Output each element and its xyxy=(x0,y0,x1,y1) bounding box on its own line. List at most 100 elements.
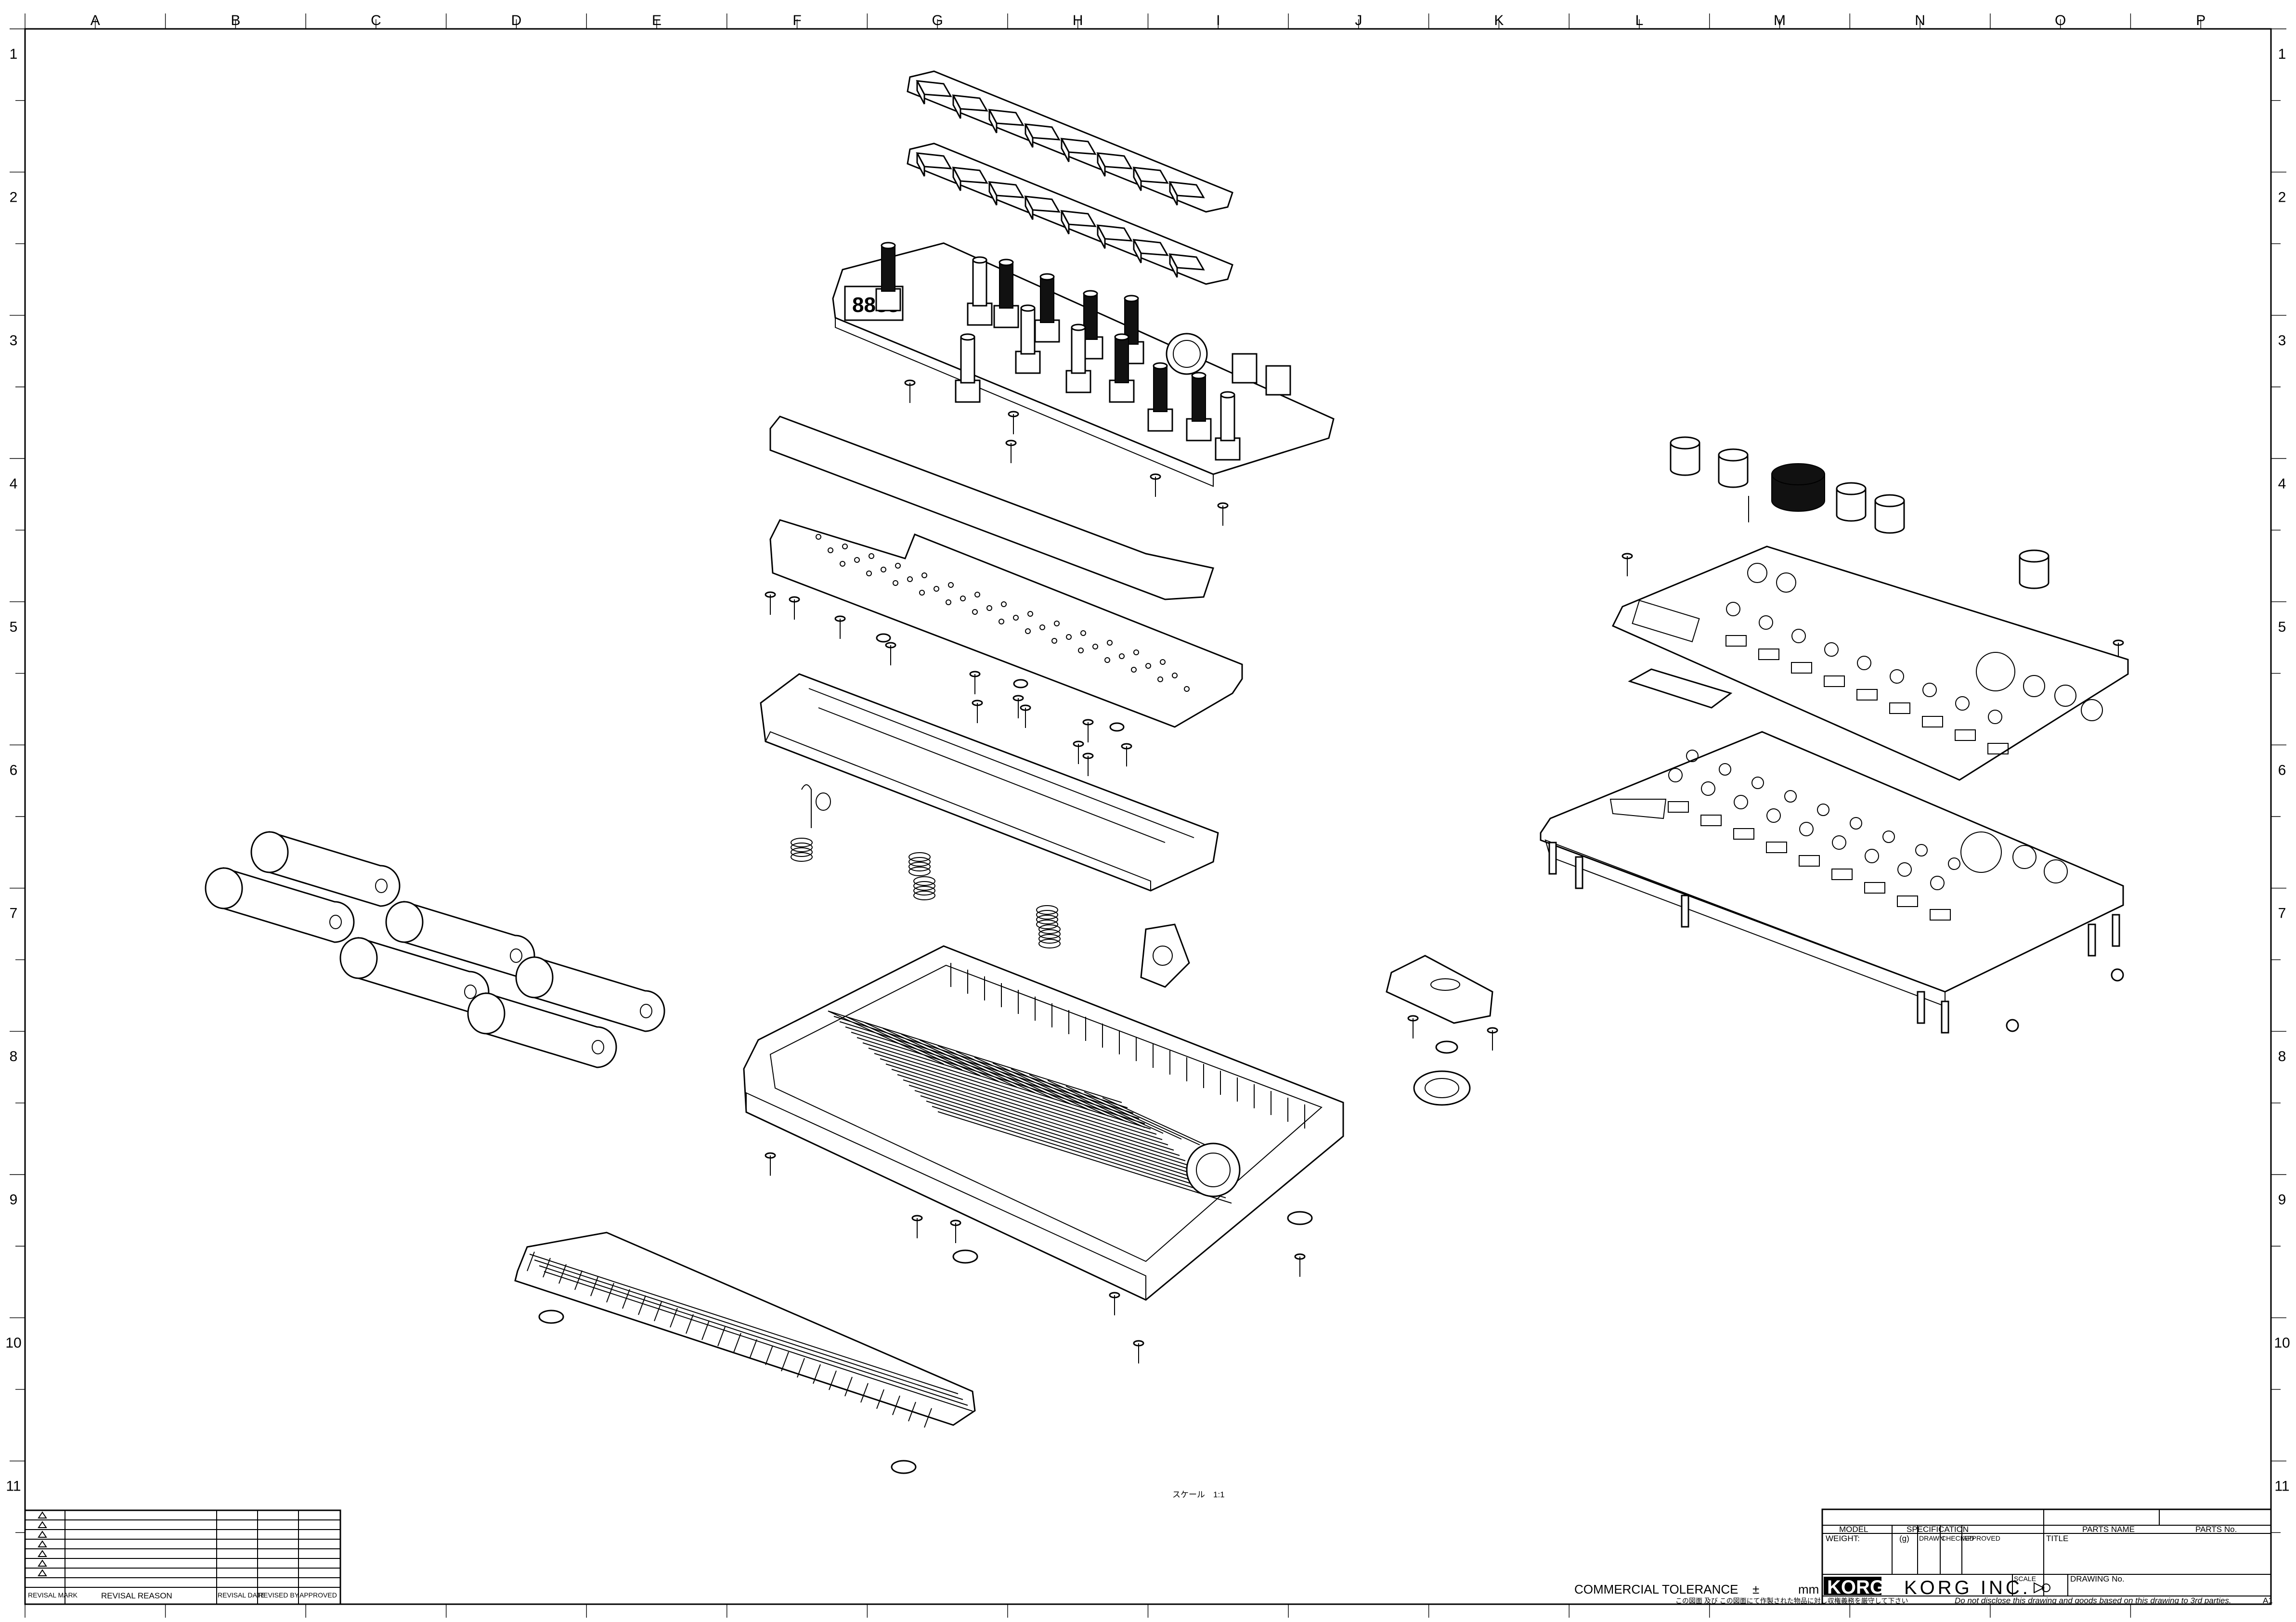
row-label: 2 xyxy=(10,189,18,205)
panel-button-hole xyxy=(1889,702,1910,714)
potentiometer xyxy=(1034,319,1060,343)
chassis-leg xyxy=(1575,856,1583,889)
row-label: 7 xyxy=(10,906,18,921)
row-label: 3 xyxy=(10,333,18,349)
knob xyxy=(1670,442,1700,476)
scale-note: スケール 1:1 xyxy=(1172,1490,1225,1499)
potentiometer xyxy=(1015,350,1041,374)
row-label: 8 xyxy=(2278,1049,2286,1064)
row-label: 7 xyxy=(2278,906,2286,921)
rubber-foot xyxy=(1287,1211,1313,1225)
parts-no-label: PARTS No. xyxy=(2195,1525,2237,1534)
row-label: 11 xyxy=(2274,1479,2289,1494)
panel-knob-hole xyxy=(1759,615,1773,630)
column-label: A xyxy=(91,13,100,28)
specification-label: SPECIFICATION xyxy=(1907,1525,1969,1534)
model-label: MODEL xyxy=(1839,1525,1868,1534)
spring xyxy=(791,847,813,857)
mount-hole xyxy=(946,599,951,605)
panel-knob-hole xyxy=(1726,602,1740,616)
mount-hole xyxy=(842,544,848,549)
revision-reason-header: REVISAL REASON xyxy=(101,1591,172,1600)
dial-knob-base xyxy=(1166,333,1208,375)
chassis-slot xyxy=(1733,828,1754,840)
chassis-hole xyxy=(1734,795,1748,809)
spring xyxy=(908,857,931,867)
pot-shaft xyxy=(1115,337,1129,383)
potentiometer xyxy=(1147,408,1173,432)
panel-knob-hole xyxy=(1988,710,2002,724)
mount-hole xyxy=(921,572,927,578)
panel-button-hole xyxy=(1725,635,1747,647)
drawing-no-label: DRAWING No. xyxy=(2070,1574,2125,1583)
revision-triangle-icon xyxy=(38,1540,47,1547)
disclaimer-jp: この図面 及び この図面にて作製された物品に対し収権義務を厳守して下さい xyxy=(1675,1597,1908,1605)
mount-hole xyxy=(1013,615,1019,621)
column-label: N xyxy=(1915,13,1925,28)
row-label: 8 xyxy=(10,1049,18,1064)
row-label: 4 xyxy=(10,476,18,492)
weight-label: WEIGHT: xyxy=(1826,1534,1860,1543)
spring xyxy=(791,843,813,852)
row-label: 11 xyxy=(6,1479,21,1494)
row-label: 10 xyxy=(2274,1335,2290,1351)
scale-label: SCALE xyxy=(2014,1575,2036,1583)
panel-button-hole xyxy=(1987,743,2009,754)
spring xyxy=(1038,924,1061,934)
mount-hole xyxy=(1107,640,1113,646)
speaker-assembly xyxy=(1386,955,1493,1106)
parts-name-label: PARTS NAME xyxy=(2082,1525,2135,1534)
panel-knob-hole xyxy=(1890,669,1904,684)
potentiometer xyxy=(1186,418,1212,441)
chassis xyxy=(1540,731,2124,1034)
panel-knob-hole xyxy=(1824,642,1839,657)
panel-button-hole xyxy=(1791,662,1812,674)
revision-mark-header: REVISAL MARK xyxy=(28,1591,78,1599)
mount-hole xyxy=(1131,667,1137,673)
revision-triangle-icon xyxy=(38,1569,47,1576)
chassis-leg xyxy=(1941,1000,1949,1034)
tolerance-unit: mm xyxy=(1798,1582,1819,1596)
spring xyxy=(913,891,935,900)
column-label: C xyxy=(371,13,381,28)
chassis-hole xyxy=(1668,768,1683,782)
pot-shaft xyxy=(960,336,975,384)
mount-hole xyxy=(1119,653,1125,659)
knob xyxy=(1718,454,1749,488)
mount-hole xyxy=(1104,657,1110,663)
mount-hole xyxy=(999,619,1004,624)
chassis-hole xyxy=(1897,862,1912,877)
mount-hole xyxy=(934,586,939,592)
revision-triangle-icon xyxy=(38,1521,47,1528)
chassis-hole xyxy=(1832,835,1846,850)
battery-holder xyxy=(760,673,1219,892)
mount-hole xyxy=(1051,638,1057,644)
chassis-hole xyxy=(1701,781,1715,796)
spring xyxy=(1036,910,1058,920)
column-label: H xyxy=(1073,13,1083,28)
display-window xyxy=(1628,668,1733,709)
mount-hole xyxy=(1001,601,1007,607)
mount-hole xyxy=(840,561,845,567)
mount-hole xyxy=(816,534,821,540)
chassis-slot xyxy=(1668,801,1689,813)
panel-button-hole xyxy=(1922,716,1943,727)
potentiometer xyxy=(1215,437,1241,461)
mount-hole xyxy=(1133,649,1139,655)
weight-unit: (g) xyxy=(1899,1534,1909,1543)
pot-shaft xyxy=(1220,394,1235,441)
jack-bracket xyxy=(1140,923,1190,988)
nut xyxy=(2111,968,2124,982)
row-label: 6 xyxy=(10,762,18,778)
row-label: 9 xyxy=(10,1192,18,1208)
bottom-case xyxy=(743,945,1344,1301)
row-label: 4 xyxy=(2278,476,2286,492)
spring xyxy=(791,852,813,862)
column-label: G xyxy=(932,13,943,28)
shield-plate xyxy=(769,519,1243,728)
chassis-slot xyxy=(1864,882,1885,894)
mount-hole xyxy=(1080,630,1086,636)
spring xyxy=(791,838,813,847)
column-label: D xyxy=(511,13,522,28)
